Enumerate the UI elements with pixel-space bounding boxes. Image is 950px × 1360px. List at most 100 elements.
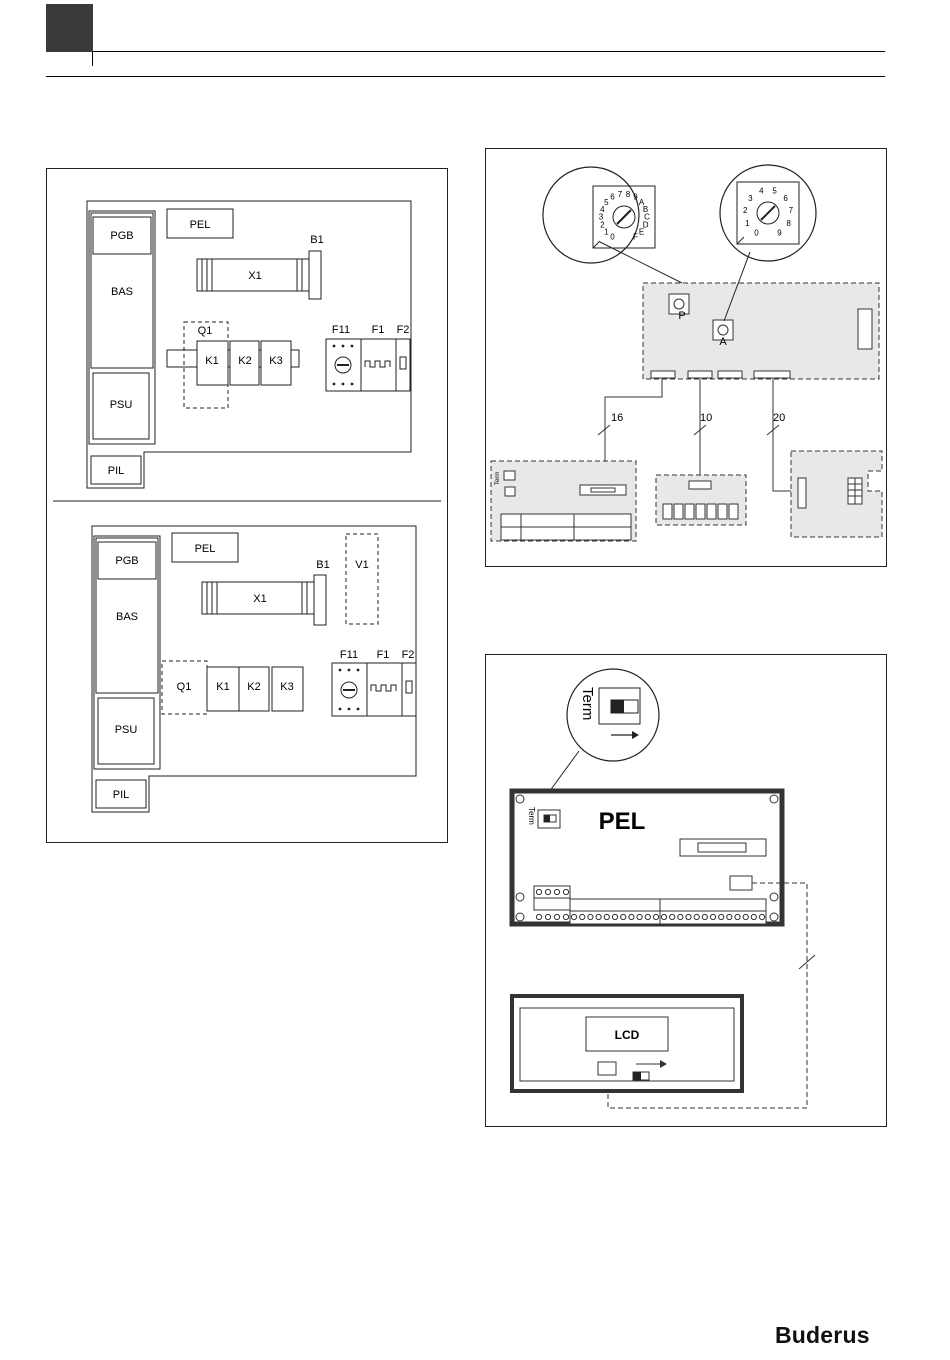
- dial-digit: 8: [626, 190, 631, 199]
- terminal-screw: [536, 889, 541, 894]
- terminal-screw: [686, 914, 691, 919]
- f11-label-b: F11: [340, 649, 358, 661]
- terminal-screw: [719, 914, 724, 919]
- termination-switch-diagram: Term Term PEL LCD: [486, 655, 886, 1126]
- f1-label: F1: [372, 324, 385, 336]
- terminal-screw: [629, 914, 634, 919]
- dial-digit: 6: [610, 193, 615, 202]
- dial-digit: 0: [610, 233, 615, 242]
- k2-label: K2: [238, 355, 251, 367]
- pel-label-b: PEL: [195, 543, 216, 555]
- v1-outline: [346, 534, 378, 624]
- left-panel-frame: PGB BAS PSU PIL PEL X1 B1 Q1 K1 K2 K3 F1…: [46, 168, 448, 843]
- terminal-screw: [588, 914, 593, 919]
- k1-label: K1: [205, 355, 218, 367]
- terminal-screw: [645, 914, 650, 919]
- pgb-label: PGB: [110, 230, 133, 242]
- cable-10-label: 10: [700, 412, 712, 424]
- f2-label-b: F2: [402, 649, 415, 661]
- pgb-label-b: PGB: [115, 555, 138, 567]
- terminal-screw: [751, 914, 756, 919]
- lcd-bus-connector: [598, 1062, 616, 1075]
- terminal-screw: [596, 914, 601, 919]
- dial-digit: E: [639, 228, 644, 237]
- terminal-screw: [612, 914, 617, 919]
- right-bottom-panel-frame: Term Term PEL LCD: [485, 654, 887, 1127]
- k1-label-b: K1: [216, 681, 229, 693]
- terminal-screw: [678, 914, 683, 919]
- dial-digit: 4: [759, 187, 764, 196]
- dial-digit: 7: [789, 206, 794, 215]
- psu-label-b: PSU: [115, 724, 138, 736]
- dial-digit: 2: [600, 221, 605, 230]
- cabinet-layout-bottom: PGB BAS PSU PIL PEL X1 B1 V1 Q1 K1 K2 K3…: [92, 526, 416, 812]
- f11-label: F11: [332, 324, 350, 336]
- dial-digit: 0: [754, 229, 759, 238]
- pil-label: PIL: [108, 465, 125, 477]
- terminal-screw: [661, 914, 666, 919]
- cable-16-label: 16: [611, 412, 623, 424]
- dial-digit: 1: [745, 219, 750, 228]
- f1-breaker: [361, 339, 396, 391]
- terminal-screw: [604, 914, 609, 919]
- header-tick: [92, 52, 93, 66]
- dial-digit: F: [633, 233, 638, 242]
- terminal-screw: [694, 914, 699, 919]
- terminal-screw: [743, 914, 748, 919]
- dial-digit: 6: [783, 194, 788, 203]
- k3-label-b: K3: [280, 681, 293, 693]
- x1-label: X1: [248, 270, 261, 282]
- terminal-screw: [710, 914, 715, 919]
- pel-board-label: PEL: [599, 808, 646, 835]
- terminal-screw: [670, 914, 675, 919]
- lcd-label: LCD: [615, 1028, 640, 1042]
- terminal-screw: [580, 914, 585, 919]
- cabinet-layout-top: PGB BAS PSU PIL PEL X1 B1 Q1 K1 K2 K3 F1…: [87, 201, 411, 488]
- terminal-screw: [536, 914, 541, 919]
- psu-label: PSU: [110, 399, 133, 411]
- dial-p-label: P: [678, 310, 685, 322]
- relay-row: [663, 504, 738, 519]
- terminal-screw: [545, 889, 550, 894]
- header-rule-top: [93, 51, 885, 52]
- pel-label: PEL: [190, 219, 211, 231]
- dial-digit: 7: [618, 190, 623, 199]
- header-rule-bottom: [46, 76, 885, 77]
- buderus-logo: Buderus: [775, 1322, 870, 1349]
- section-marker: [46, 4, 93, 52]
- q1-label: Q1: [198, 325, 213, 337]
- f1-breaker-b: [367, 663, 402, 716]
- pel-bus-connector: [730, 876, 752, 890]
- terminal-screw: [563, 914, 568, 919]
- f1-label-b: F1: [377, 649, 390, 661]
- dial-a-label: A: [719, 336, 727, 348]
- b1-end-block-b: [314, 575, 326, 625]
- x1-label-b: X1: [253, 593, 266, 605]
- dial-digit: 3: [748, 194, 753, 203]
- term-label-small: Term: [527, 807, 536, 825]
- board-edge-connector: [858, 309, 872, 349]
- cable-20-label: 20: [773, 412, 785, 424]
- dial-digit: 5: [604, 198, 609, 207]
- terminal-screw: [759, 914, 764, 919]
- terminal-screw: [621, 914, 626, 919]
- cabinet-layout-diagrams: PGB BAS PSU PIL PEL X1 B1 Q1 K1 K2 K3 F1…: [47, 169, 447, 842]
- dial-digit: 9: [633, 193, 638, 202]
- terminal-screw: [554, 889, 559, 894]
- k3-label: K3: [269, 355, 282, 367]
- dial-digit: 9: [777, 229, 782, 238]
- dial-digit: 5: [772, 187, 777, 196]
- v1-label: V1: [355, 559, 368, 571]
- bas-label-b: BAS: [116, 611, 138, 623]
- terminal-screw: [545, 914, 550, 919]
- terminal-screw: [702, 914, 707, 919]
- k2-label-b: K2: [247, 681, 260, 693]
- dial-digit: 3: [599, 213, 604, 222]
- bas-label: BAS: [111, 286, 133, 298]
- terminal-screw: [735, 914, 740, 919]
- dial-digit: 8: [786, 219, 791, 228]
- dial-digit: 2: [743, 206, 748, 215]
- terminal-screw: [563, 889, 568, 894]
